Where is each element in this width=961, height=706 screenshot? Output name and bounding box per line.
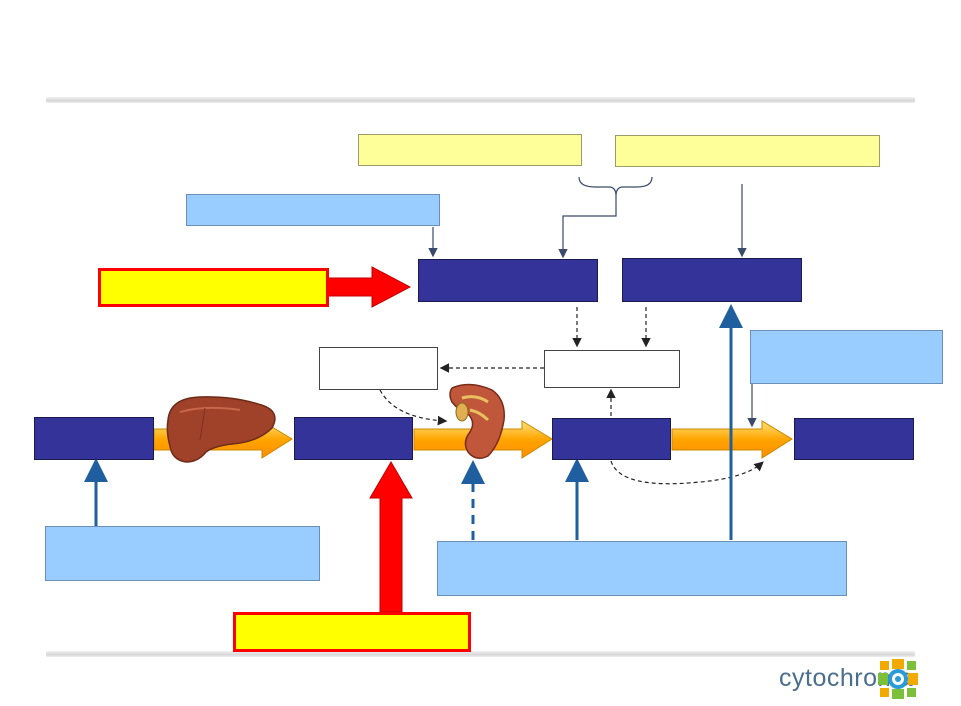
white-box-right	[544, 350, 680, 388]
pathway-box-3	[552, 418, 671, 460]
bottom-divider	[46, 651, 915, 657]
top-right-pale-yellow-box	[615, 135, 880, 167]
pathway-box-4	[794, 418, 914, 460]
white-box-left	[319, 347, 438, 390]
right-light-blue-box	[750, 330, 943, 384]
brace	[578, 176, 653, 197]
logo-text: cytochroma	[779, 664, 914, 692]
yellow-red-box-upper	[98, 268, 329, 307]
yellow-red-box-lower	[233, 612, 471, 652]
top-light-blue-box	[186, 194, 440, 226]
navy-box-upper-2	[622, 258, 802, 302]
top-divider	[46, 97, 915, 103]
top-left-pale-yellow-box	[358, 134, 582, 166]
pathway-arrow-2	[413, 420, 553, 459]
pathway-box-2	[294, 417, 413, 460]
pathway-box-1	[34, 417, 154, 460]
red-arrow-right	[327, 266, 412, 308]
red-arrow-up	[369, 461, 413, 613]
pathway-arrow-1	[153, 420, 293, 459]
bottom-right-light-blue-box	[437, 541, 847, 596]
bottom-left-light-blue-box	[45, 526, 320, 581]
navy-box-upper-1	[418, 259, 598, 302]
